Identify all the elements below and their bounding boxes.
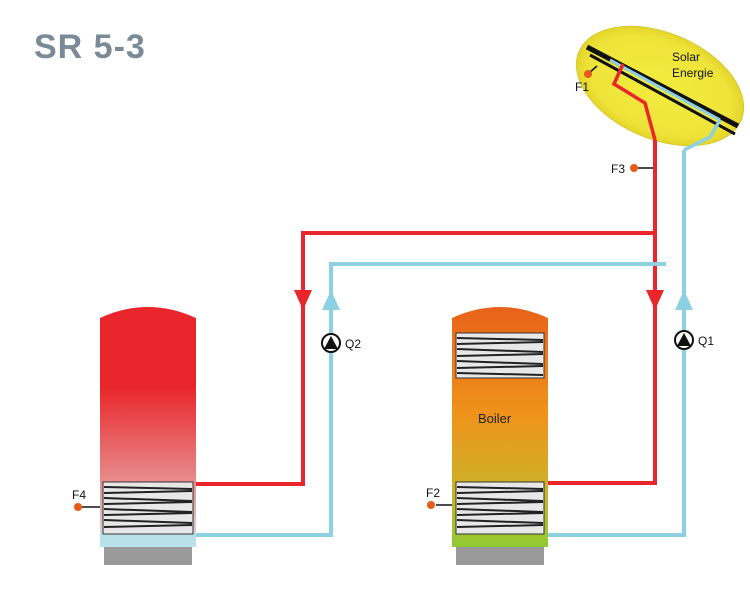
collector-panel: [589, 53, 736, 136]
sensor-f4: [74, 503, 82, 511]
flow-down-arrow: [646, 290, 664, 310]
flow-down-arrow: [294, 290, 312, 310]
pump-q1-label: Q1: [698, 334, 714, 348]
sensor-dot: [584, 70, 592, 78]
tank-bottom-band: [100, 533, 196, 547]
collector-label-energie: Energie: [672, 66, 714, 80]
pump-q1: Q1: [674, 330, 714, 350]
collector-return-pipe: [545, 150, 686, 537]
sensor-f1: F1: [575, 65, 598, 94]
sensor-f3-label: F3: [611, 162, 625, 176]
pump-q2: Q2: [321, 333, 361, 353]
flow-up-arrow: [675, 290, 693, 310]
sensor-f3: F3: [611, 162, 655, 176]
collector-label-solar: Solar: [672, 50, 700, 64]
cold-return-pipes: [190, 150, 686, 537]
tank-base: [456, 547, 544, 565]
boiler-tank: Boiler F2: [426, 307, 548, 565]
left-storage-tank: F4: [72, 307, 196, 565]
pump-arrow: [324, 336, 338, 349]
coil-windings: [456, 486, 544, 528]
solar-collector: Solar Energie: [575, 25, 745, 152]
hot-flow-pipes: [190, 140, 657, 486]
sensor-f2: [427, 501, 435, 509]
coil-windings: [456, 337, 544, 376]
pump-q2-label: Q2: [345, 337, 361, 351]
pump-arrow: [677, 333, 691, 346]
tank-body: [100, 307, 196, 537]
coil-windings: [103, 486, 193, 528]
page-title: SR 5-3: [34, 28, 146, 66]
flow-up-arrow: [322, 290, 340, 310]
left-tank-supply-pipe: [190, 231, 655, 486]
sensor-dot: [630, 164, 638, 172]
collector-supply-pipe: [545, 140, 657, 485]
sensor-f1-label: F1: [575, 80, 589, 94]
collector-cold-line: [683, 119, 722, 152]
sensor-f4-label: F4: [72, 488, 86, 502]
tank-base: [104, 547, 192, 565]
sensor-f2-label: F2: [426, 486, 440, 500]
collector-absorber-line: [609, 58, 721, 122]
boiler-label: Boiler: [478, 411, 512, 426]
collector-hot-line: [611, 63, 657, 141]
left-tank-return-pipe: [190, 262, 666, 537]
